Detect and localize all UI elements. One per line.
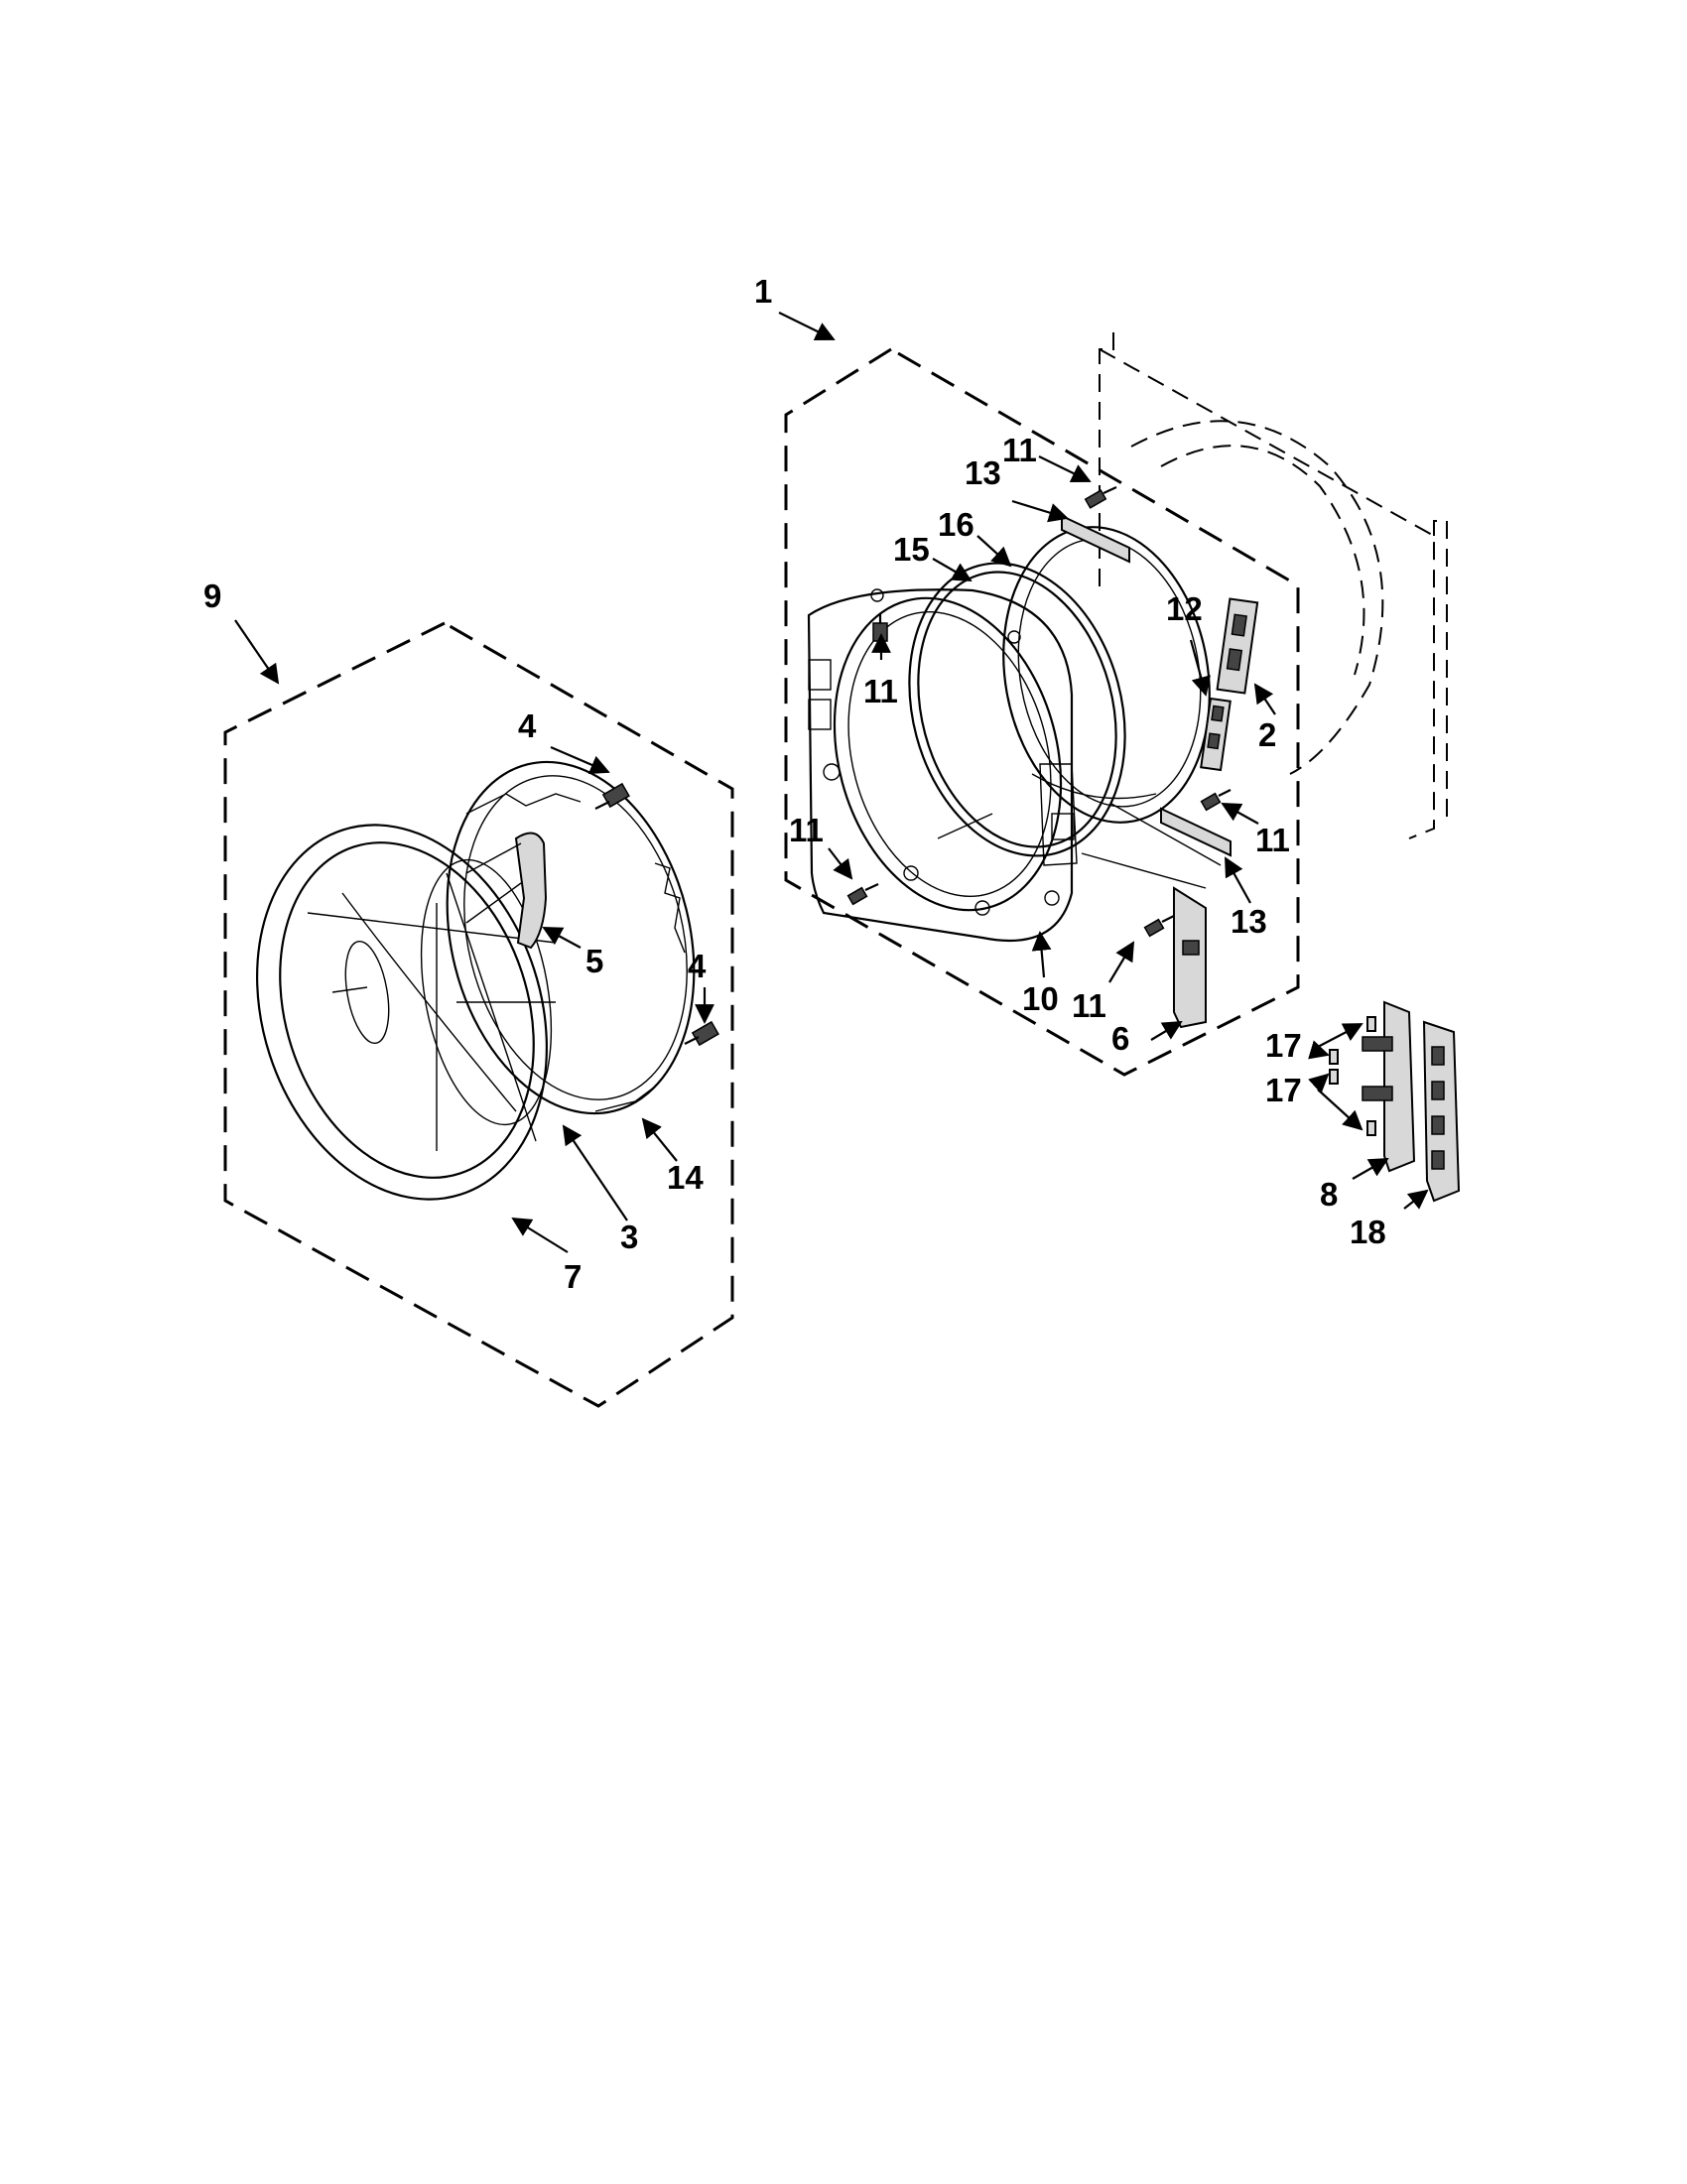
hinge-pin-2 [1329,1049,1339,1065]
callout-labels: 1 2 3 4 4 5 6 7 8 9 10 11 11 11 11 11 12… [203,273,1386,1295]
front-panel-ring [807,588,1078,943]
cabinet-outline [1099,332,1448,839]
callout-1: 1 [754,273,772,310]
strike-plate-upper [1061,514,1130,564]
callout-11b: 11 [863,673,898,709]
door-assembly-group [223,621,734,1408]
outer-door-ring [256,824,557,1201]
callout-4b: 4 [688,948,707,984]
callout-8: 8 [1320,1176,1338,1213]
callout-arrows [234,312,1429,1253]
callout-12: 12 [1166,590,1203,627]
door-glass [420,858,553,1126]
callout-11c: 11 [789,812,824,848]
door-handle [514,832,548,950]
callout-18: 18 [1350,1214,1386,1250]
hinge-pin-3 [1329,1069,1339,1085]
hinge-pin-1 [1366,1016,1376,1032]
screw-11-bottom [1143,915,1175,938]
door-assembly-boundary [223,621,734,1408]
screw-11-right [1200,789,1232,812]
callout-16: 16 [938,506,974,543]
callout-17b: 17 [1265,1072,1302,1108]
lock-housing [1216,597,1259,695]
screw-4-lower [684,1020,719,1047]
screw-4-upper [594,782,630,810]
callout-5: 5 [585,943,603,979]
callout-14: 14 [667,1159,704,1196]
callout-13a: 13 [965,454,1001,491]
callout-15: 15 [893,531,930,568]
cover-plate [1173,886,1207,1029]
front-panel-assembly-boundary [784,347,1300,1077]
front-panel-assembly-group [784,332,1448,1077]
screw-11-top [1084,486,1117,509]
hinge-group [1329,1000,1461,1203]
hinge-pin-4 [1366,1120,1376,1136]
callout-17a: 17 [1265,1027,1302,1064]
callout-9: 9 [203,578,221,614]
callout-11d: 11 [1255,822,1290,858]
callout-10: 10 [1022,980,1059,1017]
callout-11e: 11 [1072,987,1106,1024]
callout-2: 2 [1258,716,1276,753]
door-gasket [908,562,1126,857]
screw-11-left [846,883,879,906]
callout-6: 6 [1111,1020,1129,1057]
strike-plate-lower [1160,807,1232,857]
callout-11a: 11 [1002,432,1037,468]
callout-3: 3 [620,1219,638,1255]
inner-door-frame [446,760,696,1115]
callout-7: 7 [564,1258,582,1295]
callout-13b: 13 [1231,903,1267,940]
callout-4a: 4 [518,707,537,744]
